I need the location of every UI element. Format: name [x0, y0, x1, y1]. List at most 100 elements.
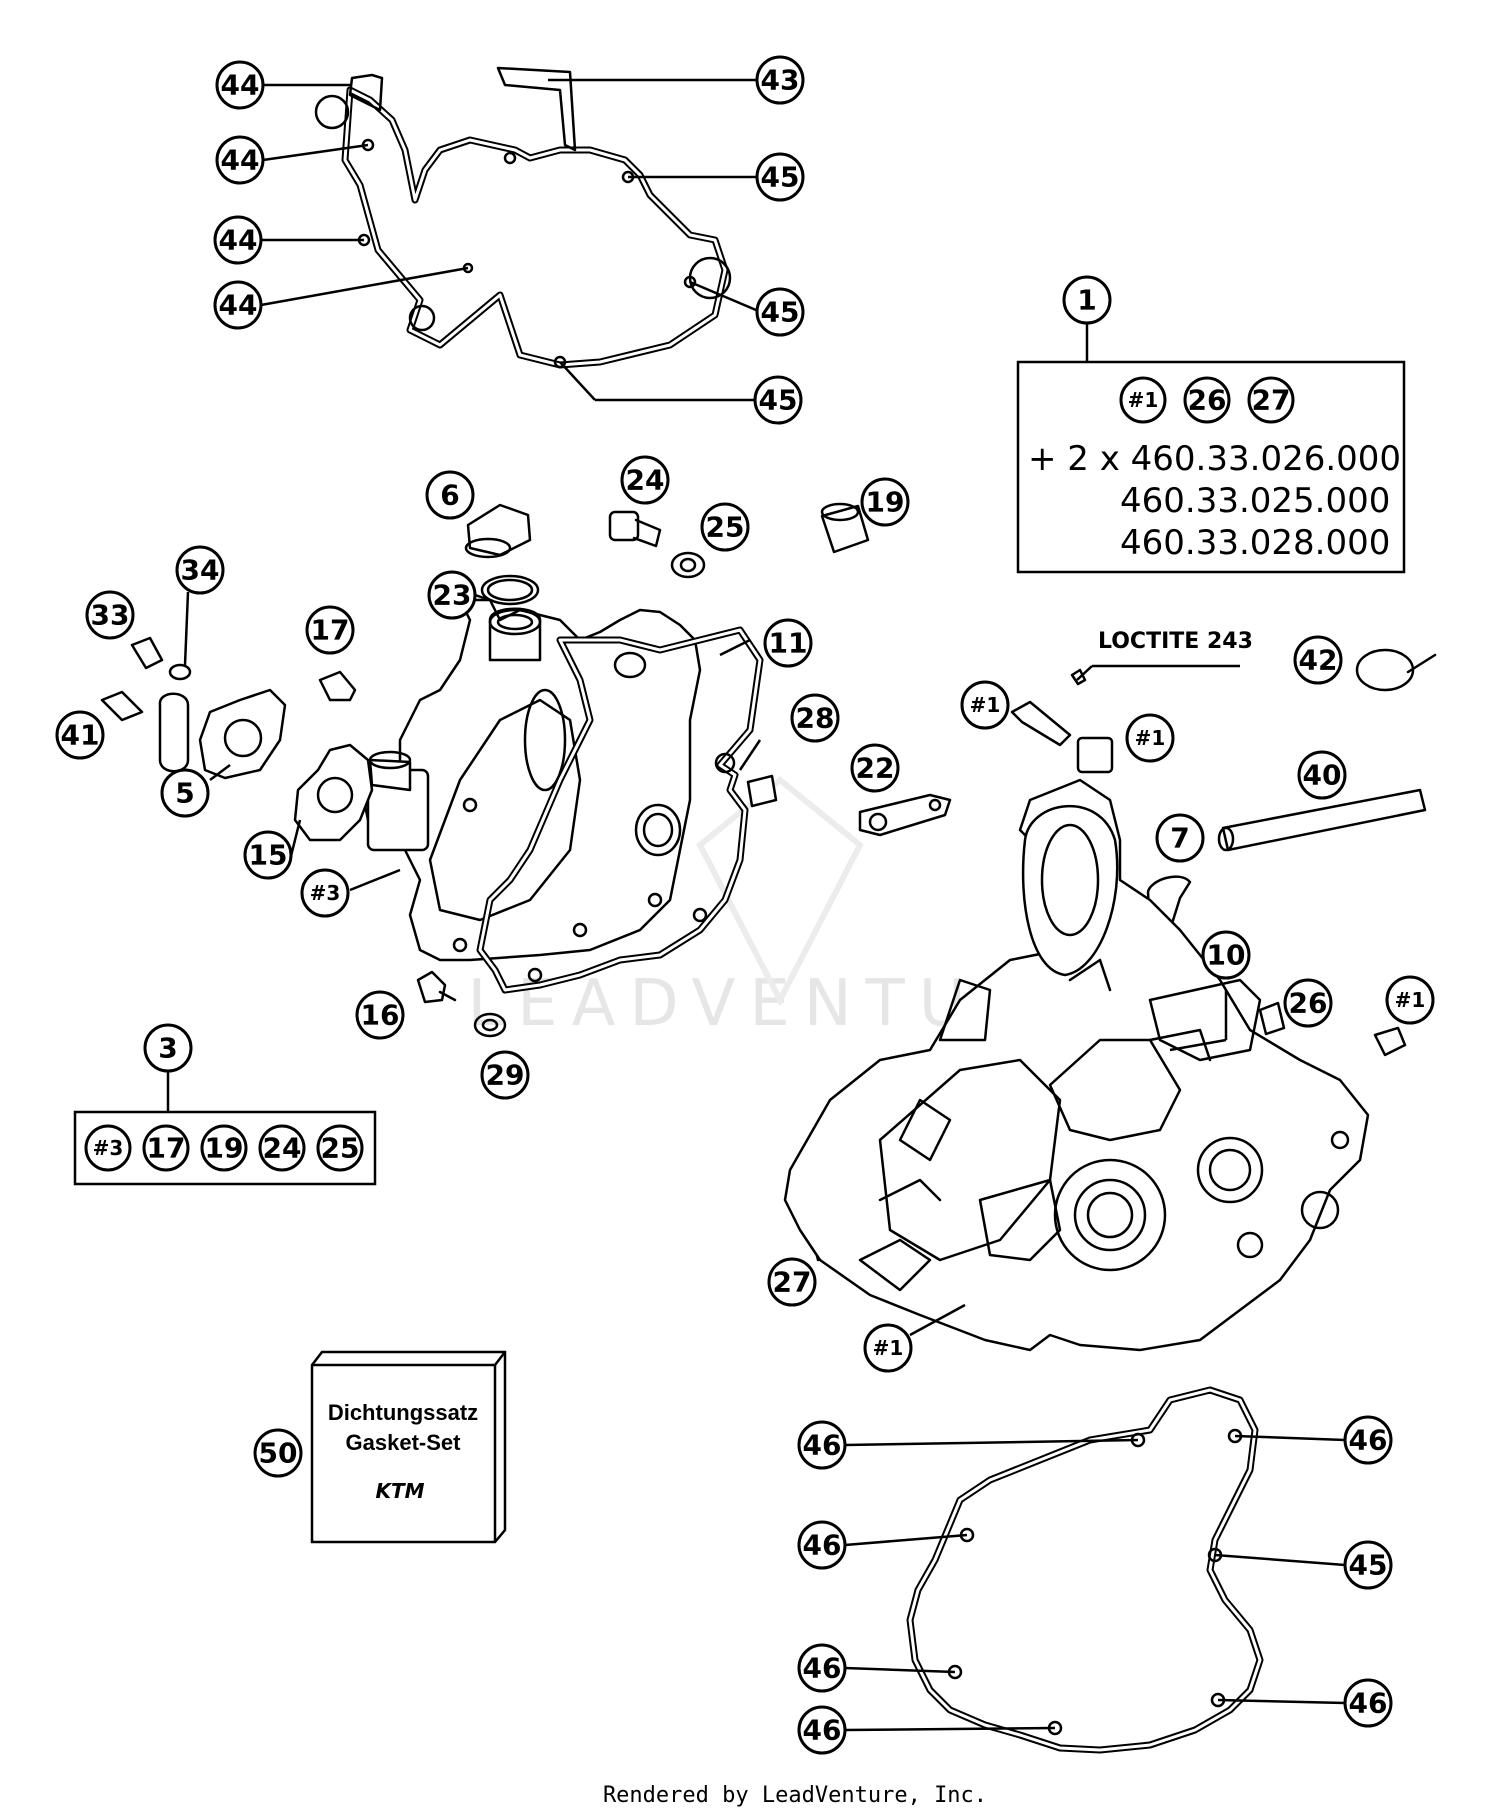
svg-text:28: 28	[796, 702, 835, 735]
svg-text:16: 16	[361, 999, 400, 1032]
svg-text:#1: #1	[970, 693, 1001, 717]
svg-text:11: 11	[769, 627, 808, 660]
svg-text:44: 44	[219, 224, 258, 257]
kit-box-line2: Gasket-Set	[346, 1430, 462, 1455]
callout-42: 42	[1293, 635, 1343, 685]
svg-text:#3: #3	[310, 881, 341, 905]
callout-26: 26	[1283, 978, 1333, 1028]
svg-text:50: 50	[259, 1437, 298, 1470]
svg-text:46: 46	[803, 1529, 842, 1562]
svg-text:42: 42	[1299, 644, 1338, 677]
callout-45-c: 45	[753, 375, 803, 425]
loctite-note: LOCTITE 243	[1098, 629, 1253, 654]
callout-45-d: 45	[1343, 1540, 1393, 1590]
callout-hash1-b: #1	[1125, 713, 1175, 763]
svg-text:#1: #1	[1395, 988, 1426, 1012]
svg-text:19: 19	[866, 486, 905, 519]
svg-text:22: 22	[856, 752, 895, 785]
set-1-line1: + 2 x 460.33.026.000	[1028, 439, 1401, 479]
callout-46-e: 46	[1343, 1678, 1393, 1728]
set-1-line3: 460.33.028.000	[1120, 523, 1390, 563]
svg-text:19: 19	[205, 1132, 244, 1165]
svg-text:23: 23	[433, 579, 472, 612]
callout-45-a: 45	[755, 152, 805, 202]
loctite-label: LOCTITE 243	[1098, 629, 1253, 654]
svg-text:10: 10	[1207, 939, 1246, 972]
set-3-ref-4: 24	[258, 1124, 306, 1172]
svg-text:25: 25	[706, 511, 745, 544]
svg-text:40: 40	[1303, 759, 1342, 792]
callout-23: 23	[427, 570, 477, 620]
svg-text:15: 15	[249, 839, 288, 872]
callout-hash1-c: #1	[1385, 975, 1435, 1025]
kit-box-line1: Dichtungssatz	[328, 1400, 478, 1425]
dowel-28	[746, 774, 778, 808]
callout-46-d: 46	[797, 1643, 847, 1693]
svg-text:26: 26	[1289, 987, 1328, 1020]
callout-19: 19	[860, 477, 910, 527]
hose-40	[1217, 788, 1427, 852]
svg-text:24: 24	[263, 1132, 302, 1165]
crankcase-half	[783, 778, 1370, 1352]
gasket-kit-box: Dichtungssatz Gasket-Set KTM	[310, 1350, 507, 1544]
svg-text:17: 17	[311, 614, 350, 647]
set-3-ref-3: 19	[200, 1124, 248, 1172]
svg-text:45: 45	[761, 296, 800, 329]
oil-filler-plug-6	[464, 503, 540, 606]
callout-1: 1	[1062, 275, 1112, 325]
svg-text:45: 45	[1349, 1549, 1388, 1582]
svg-text:29: 29	[486, 1059, 525, 1092]
callout-44-a: 44	[215, 60, 265, 110]
callout-27: 27	[767, 1257, 817, 1307]
svg-text:44: 44	[219, 289, 258, 322]
svg-text:17: 17	[147, 1132, 186, 1165]
callout-50: 50	[253, 1428, 303, 1478]
svg-text:44: 44	[221, 144, 260, 177]
dowel-19	[820, 502, 870, 554]
svg-text:46: 46	[803, 1652, 842, 1685]
screw-hash1-loctite	[1010, 668, 1114, 774]
svg-text:25: 25	[321, 1132, 360, 1165]
svg-text:#3: #3	[93, 1136, 124, 1160]
svg-text:45: 45	[761, 161, 800, 194]
footer-credit: Rendered by LeadVenture, Inc.	[603, 1783, 987, 1808]
pump-cover-5	[158, 688, 374, 842]
clutch-cover-gasket	[476, 626, 764, 994]
callout-hash1-a: #1	[960, 680, 1010, 730]
svg-text:33: 33	[91, 599, 130, 632]
svg-text:34: 34	[181, 554, 220, 587]
callout-29: 29	[480, 1050, 530, 1100]
svg-text:#1: #1	[873, 1336, 904, 1360]
callout-34: 34	[175, 545, 225, 595]
leader-lines	[183, 78, 1346, 1732]
set-1-box: + 2 x 460.33.026.000 460.33.025.000 460.…	[1016, 324, 1406, 574]
kit-box-brand: KTM	[375, 1479, 424, 1503]
svg-text:6: 6	[440, 479, 459, 512]
set-3-ref-5: 25	[316, 1124, 364, 1172]
callout-7: 7	[1155, 813, 1205, 863]
svg-text:#1: #1	[1135, 726, 1166, 750]
callout-44-b: 44	[215, 135, 265, 185]
bracket-22	[858, 793, 952, 837]
svg-text:#1: #1	[1128, 388, 1159, 412]
set-1-line2: 460.33.025.000	[1120, 481, 1390, 521]
clip-42	[1355, 648, 1437, 692]
callout-44-d: 44	[213, 280, 263, 330]
bolt-hash1-right	[1373, 1026, 1407, 1057]
callout-16: 16	[355, 990, 405, 1040]
callout-28: 28	[790, 693, 840, 743]
svg-text:7: 7	[1170, 822, 1189, 855]
callout-5: 5	[160, 768, 210, 818]
svg-text:43: 43	[761, 64, 800, 97]
callout-17: 17	[305, 605, 355, 655]
set-3-ref-1: #3	[84, 1124, 132, 1172]
callout-hash3: #3	[300, 868, 350, 918]
callout-25: 25	[700, 502, 750, 552]
svg-text:27: 27	[773, 1266, 812, 1299]
svg-text:5: 5	[175, 777, 194, 810]
callout-hash1-d: #1	[863, 1323, 913, 1373]
svg-text:26: 26	[1188, 384, 1227, 417]
svg-text:45: 45	[759, 384, 798, 417]
callout-24: 24	[620, 455, 670, 505]
